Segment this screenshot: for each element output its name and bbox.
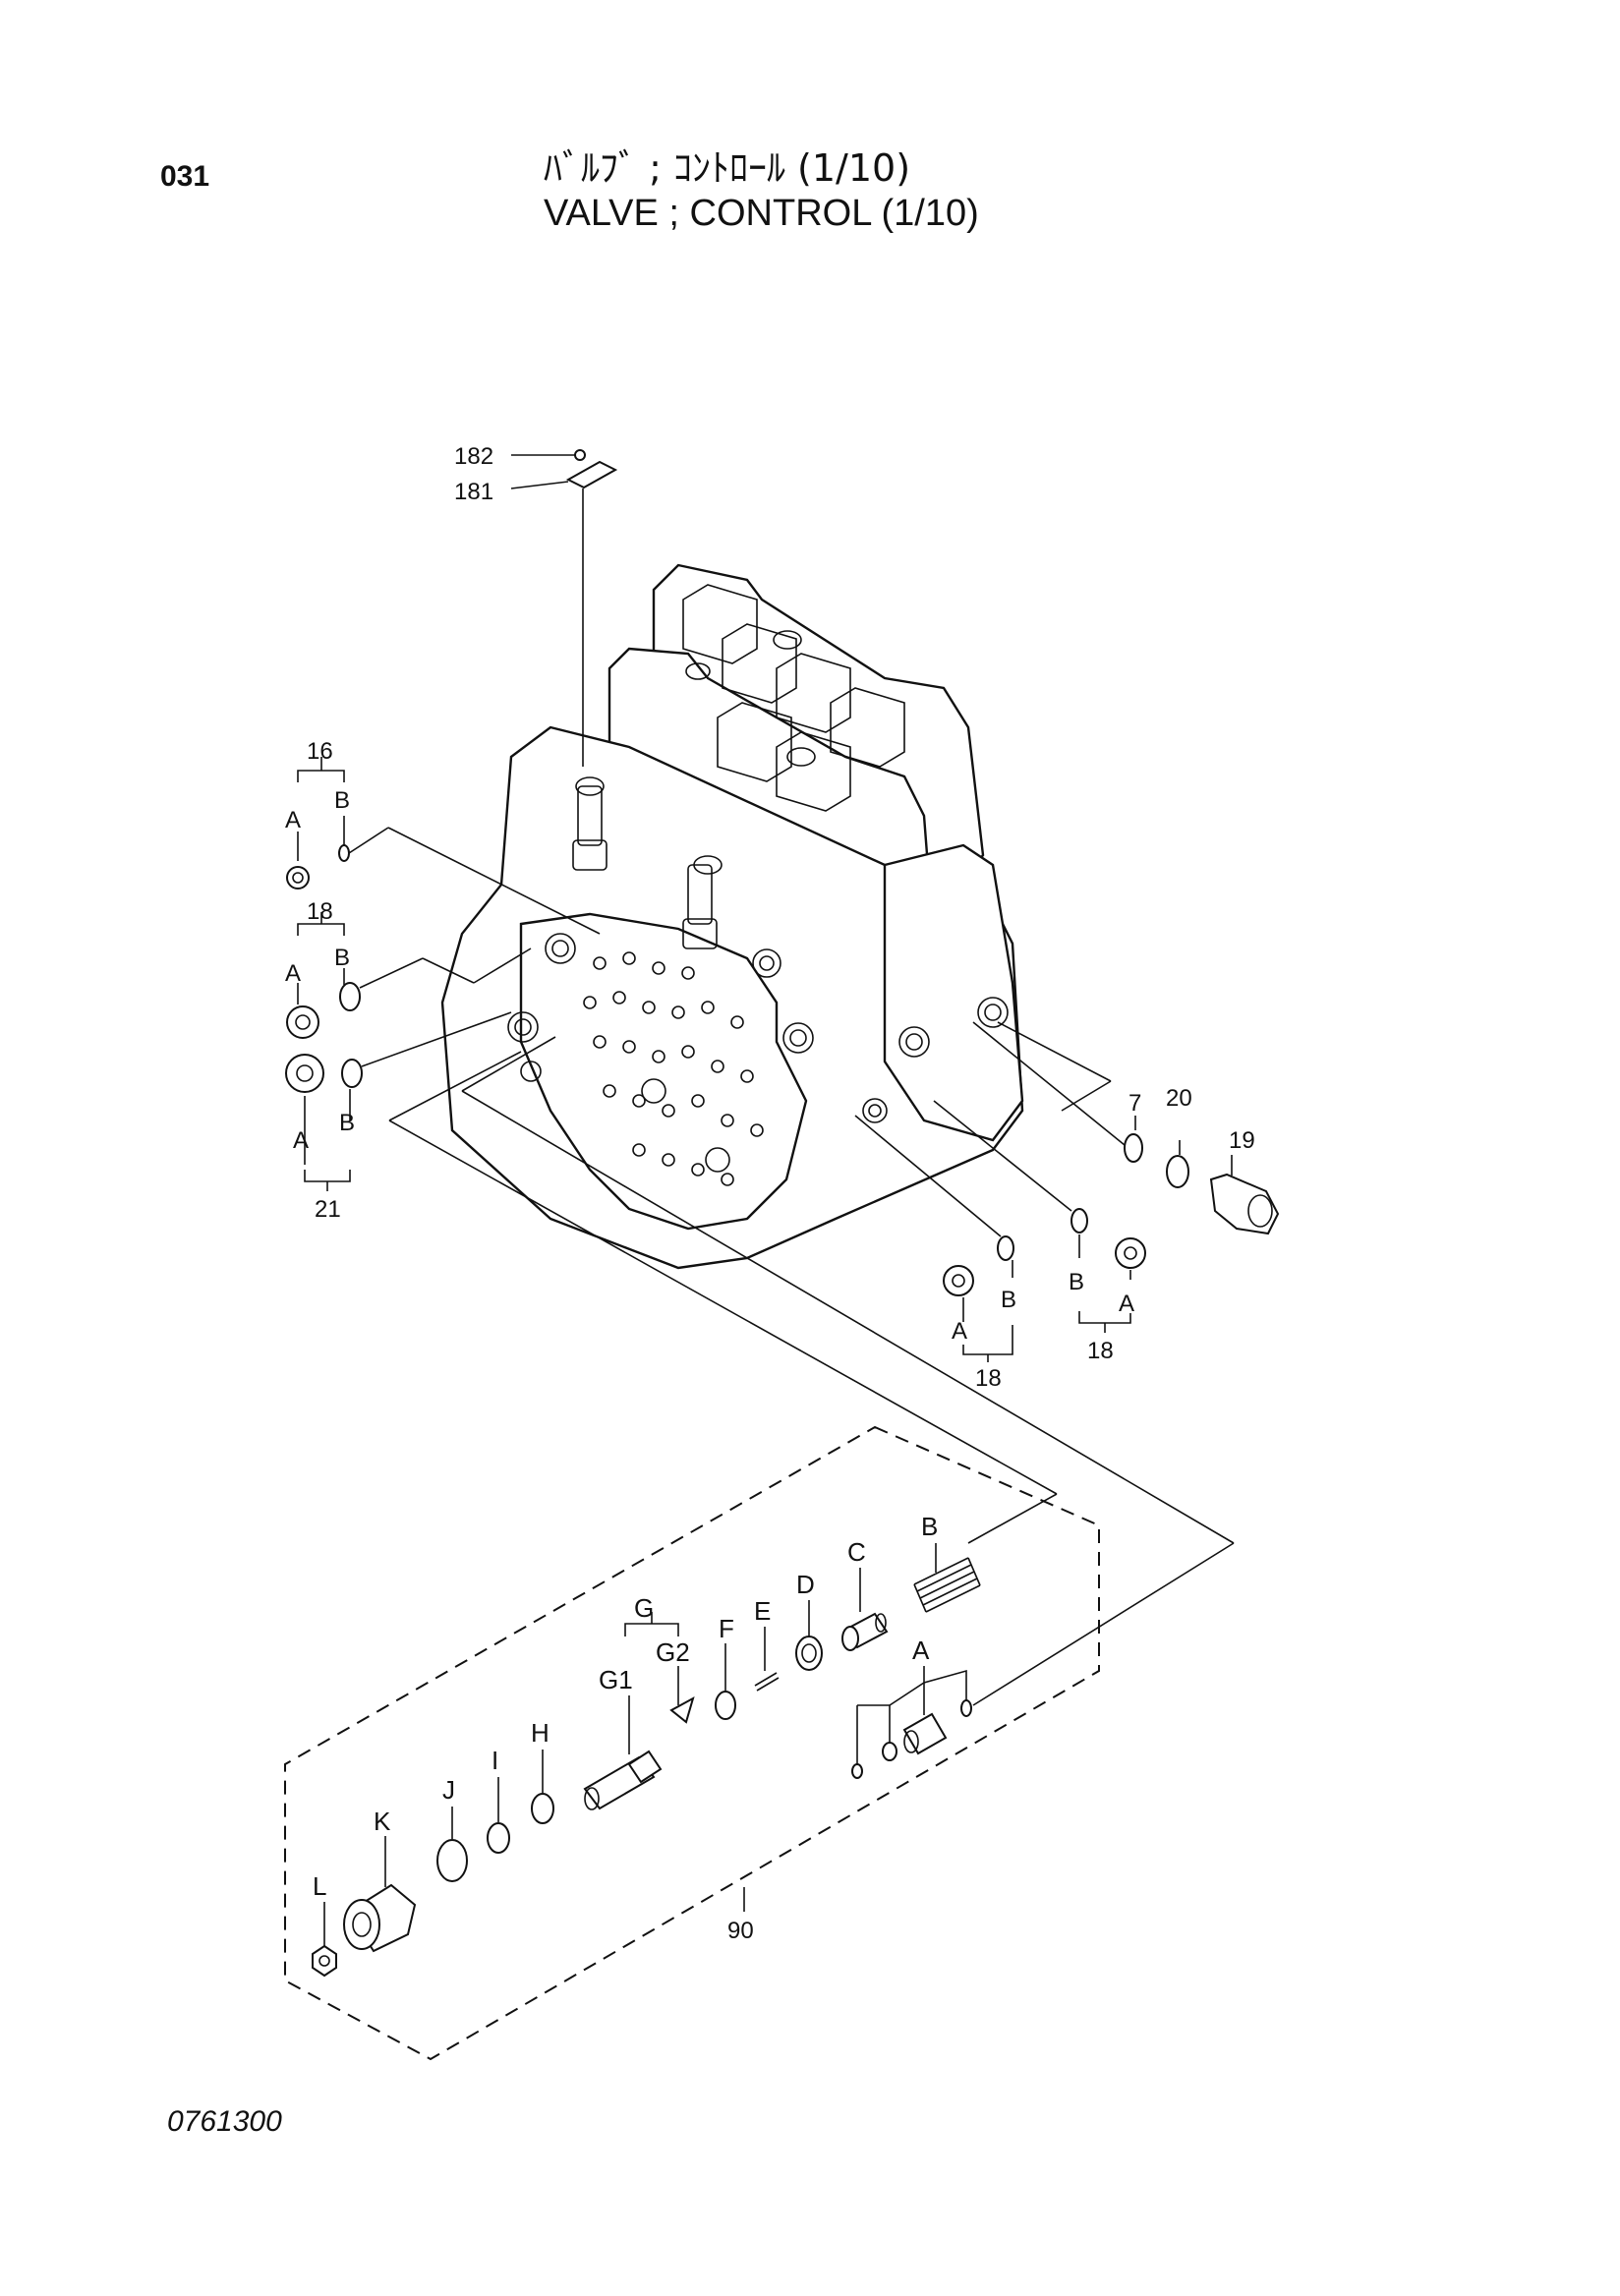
kit-part-b-spring <box>913 1543 981 1613</box>
kit-part-g2-cone <box>669 1666 695 1724</box>
kit-leader-lines <box>388 1036 1235 1706</box>
plug-group-18-left <box>286 912 532 1039</box>
label-16-b: B <box>334 787 350 814</box>
callout-20: 20 <box>1166 1085 1192 1112</box>
kit-label-i: I <box>492 1746 498 1775</box>
label-18-right-b: B <box>1069 1269 1084 1295</box>
callout-19: 19 <box>1229 1127 1255 1154</box>
kit-part-f-oring <box>715 1643 736 1720</box>
page-number: 031 <box>160 160 210 193</box>
label-18-mid-a: A <box>952 1318 967 1345</box>
kit-label-j: J <box>442 1775 455 1805</box>
plug-group-21 <box>285 1011 512 1191</box>
kit-part-e-pin <box>754 1627 780 1692</box>
label-21-a: A <box>293 1127 309 1154</box>
callout-18-right: 18 <box>1087 1338 1114 1364</box>
kit-part-d-sleeve <box>795 1600 823 1671</box>
kit-label-c: C <box>847 1537 866 1567</box>
kit-label-b: B <box>921 1512 938 1541</box>
kit-part-j-oring <box>436 1807 468 1882</box>
callout-21: 21 <box>315 1196 341 1223</box>
callout-90: 90 <box>727 1918 754 1944</box>
kit-part-g1-spool <box>583 1695 663 1810</box>
kit-part-h-oring <box>531 1750 554 1824</box>
label-16-a: A <box>285 807 301 833</box>
plug-group-18-middle <box>854 1115 1014 1362</box>
flange-hole-pattern <box>583 951 764 1186</box>
kit-label-a: A <box>912 1636 930 1665</box>
title-english: VALVE ; CONTROL (1/10) <box>544 193 979 234</box>
plug-group-18-right <box>933 1100 1146 1333</box>
drawing-number: 0761300 <box>167 2105 282 2138</box>
kit-label-k: K <box>374 1807 391 1836</box>
callout-7: 7 <box>1128 1090 1141 1117</box>
callout-18-middle: 18 <box>975 1365 1002 1392</box>
kit-part-i-oring <box>487 1777 510 1854</box>
label-18-left-b: B <box>334 945 350 971</box>
kit-part-c-poppet <box>841 1568 889 1651</box>
kit-part-k-plug <box>343 1836 417 1953</box>
callout-18-left: 18 <box>307 898 333 925</box>
callout-16: 16 <box>307 738 333 765</box>
kit-part-a-group <box>851 1666 972 1779</box>
kit-label-g2: G2 <box>656 1637 690 1667</box>
label-18-right-a: A <box>1119 1291 1134 1317</box>
label-21-b: B <box>339 1110 355 1136</box>
label-18-mid-b: B <box>1001 1287 1016 1313</box>
kit-label-l: L <box>313 1871 326 1901</box>
label-18-left-a: A <box>285 960 301 987</box>
kit-label-h: H <box>531 1718 550 1748</box>
plug-group-16 <box>286 757 601 935</box>
callout-181: 181 <box>454 479 493 505</box>
kit-label-g1: G1 <box>599 1665 633 1694</box>
kit-label-g: G <box>634 1593 654 1623</box>
kit-label-e: E <box>754 1596 771 1626</box>
callout-182: 182 <box>454 443 493 470</box>
kit-90-boundary <box>284 1425 1100 2061</box>
kit-part-l-nut <box>312 1902 337 1978</box>
kit-90-components <box>312 1543 981 1978</box>
part-181-plate <box>510 449 618 767</box>
parts-7-20-19 <box>972 1021 1280 1235</box>
control-valve-body <box>440 563 1024 1270</box>
kit-label-f: F <box>719 1614 734 1643</box>
kit-label-d: D <box>796 1570 815 1599</box>
title-japanese: ﾊﾞﾙﾌﾞ ; ｺﾝﾄﾛｰﾙ (1/10) <box>544 146 911 190</box>
